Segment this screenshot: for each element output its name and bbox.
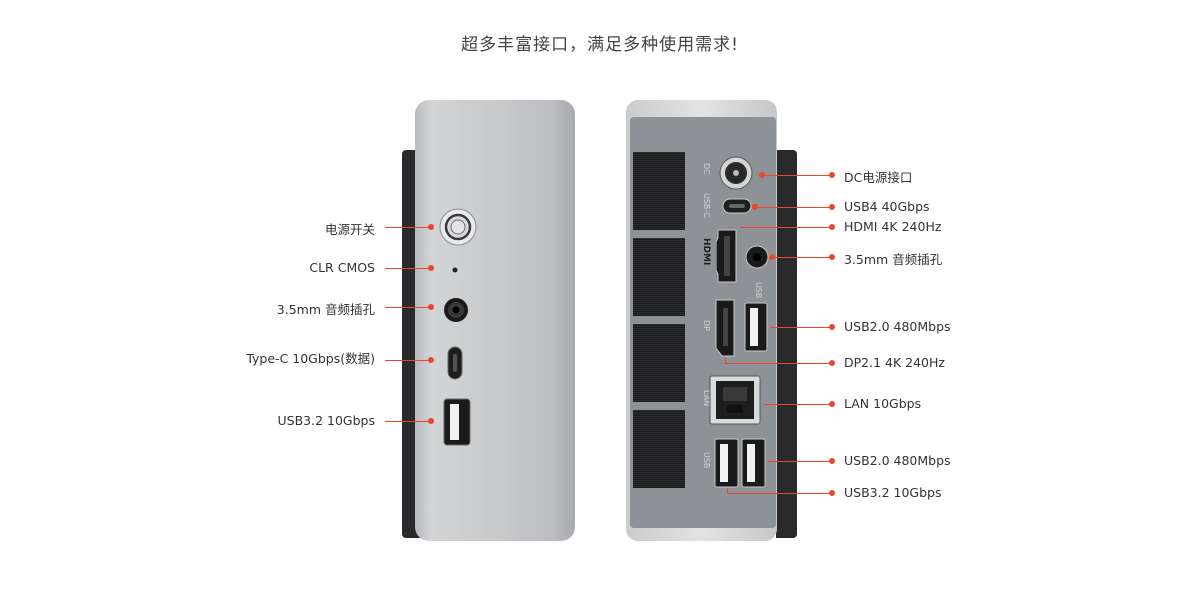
label-rear-usb20-bottom: USB2.0 480Mbps	[844, 453, 951, 468]
label-clr-cmos: CLR CMOS	[309, 260, 375, 275]
mark-dc: DC	[702, 163, 711, 175]
lan-port-icon	[709, 375, 761, 425]
audio-jack-icon	[444, 298, 468, 322]
mark-usb-bottom: USB	[702, 452, 711, 469]
leader-dot	[829, 360, 835, 366]
rear-side-panel	[776, 150, 797, 538]
clr-cmos-pinhole-icon	[452, 267, 458, 273]
leader-line	[725, 358, 726, 363]
label-rear-audio: 3.5mm 音频插孔	[844, 252, 943, 267]
leader-dot	[428, 357, 434, 363]
leader-line	[385, 307, 431, 308]
power-button-icon	[439, 208, 477, 246]
front-panel	[415, 100, 575, 541]
leader-dot	[829, 172, 835, 178]
leader-line	[385, 421, 431, 422]
leader-dot	[829, 204, 835, 210]
label-rear-usb20-top: USB2.0 480Mbps	[844, 319, 951, 334]
leader-line	[727, 488, 728, 493]
label-front-audio: 3.5mm 音频插孔	[276, 302, 375, 317]
mark-usb-c: USB-C	[702, 193, 711, 218]
mark-usb: USB	[754, 282, 763, 299]
leader-line	[770, 327, 832, 328]
vent-grille	[633, 238, 685, 316]
label-rear-dc: DC电源接口	[844, 170, 913, 185]
leader-line	[762, 175, 832, 176]
usb-c-port-icon	[447, 346, 463, 380]
leader-line	[755, 207, 832, 208]
leader-line	[385, 268, 431, 269]
usb-a-port-icon	[443, 398, 471, 446]
leader-dot	[428, 265, 434, 271]
leader-dot	[829, 324, 835, 330]
label-power-switch: 电源开关	[324, 222, 375, 237]
label-rear-dp: DP2.1 4K 240Hz	[844, 355, 945, 370]
label-front-type-c: Type-C 10Gbps(数据)	[246, 351, 375, 366]
leader-dot	[829, 401, 835, 407]
leader-dot	[829, 224, 835, 230]
leader-dot	[829, 254, 835, 260]
label-rear-hdmi: HDMI 4K 240Hz	[844, 219, 942, 234]
leader-dot	[428, 418, 434, 424]
leader-line	[727, 493, 832, 494]
hdmi-port-icon	[716, 229, 737, 283]
label-rear-lan: LAN 10Gbps	[844, 396, 922, 411]
leader-line	[385, 227, 431, 228]
usb2-port-icon	[744, 302, 768, 352]
leader-line	[385, 360, 431, 361]
leader-line	[772, 257, 832, 258]
leader-line	[763, 404, 832, 405]
vent-grille	[633, 324, 685, 402]
leader-line	[768, 461, 832, 462]
vent-grille	[633, 410, 685, 488]
vent-grille	[633, 152, 685, 230]
leader-dot	[829, 458, 835, 464]
dp-port-icon	[715, 299, 735, 357]
usb-bottom-pair-icon	[714, 438, 766, 488]
page-title: 超多丰富接口，满足多种使用需求!	[461, 35, 739, 55]
dc-jack-icon	[719, 156, 753, 190]
label-front-usb32: USB3.2 10Gbps	[277, 413, 376, 428]
leader-dot	[829, 490, 835, 496]
leader-line	[740, 227, 832, 228]
mark-dp: DP	[702, 320, 711, 331]
leader-line	[725, 363, 832, 364]
label-rear-usb4: USB4 40Gbps	[844, 199, 930, 214]
leader-dot	[428, 304, 434, 310]
rear-audio-jack-icon	[745, 245, 769, 269]
label-rear-usb32: USB3.2 10Gbps	[844, 485, 942, 500]
leader-dot	[428, 224, 434, 230]
usb4-port-icon	[722, 198, 752, 214]
mark-hdmi: HDMI	[701, 238, 711, 266]
